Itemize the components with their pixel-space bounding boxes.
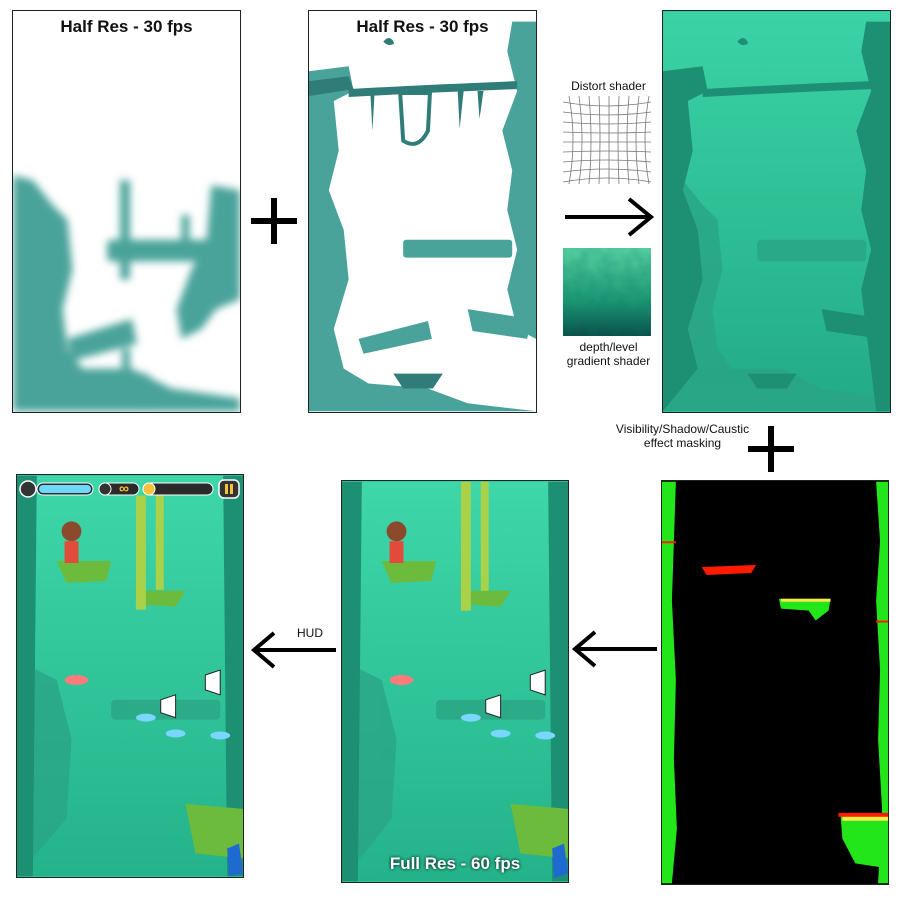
final-scene [17,475,243,877]
panel-title: Full Res - 60 fps [389,854,521,873]
full-res-scene [342,481,568,882]
panel-final-hud: ∞ [16,474,244,878]
panel-title: Half Res - 30 fps [356,17,489,36]
arrow-left-icon [250,630,338,670]
character [386,521,407,564]
distort-shader-label: Distort shader [571,79,646,93]
mask-label: Visibility/Shadow/Caustic effect masking [600,422,765,450]
distort-shader-thumbnail [563,96,651,184]
silhouette-layer [13,175,240,412]
mask-layer [662,481,888,884]
tinted-layer [663,11,890,412]
panel-effect-mask [661,480,889,885]
arrow-right-icon [563,195,655,239]
pause-button[interactable] [219,480,239,498]
hud-label: HUD [297,626,323,640]
infinity-indicator: ∞ [119,480,129,496]
character [61,521,82,563]
depth-gradient-thumbnail [563,248,651,336]
mask-label-line2: effect masking [643,436,722,450]
depth-label-line2: gradient shader [566,354,651,368]
panel-full-res: Full Res - 60 fps [341,480,569,883]
plus-icon [249,196,299,246]
game-hud: ∞ [17,475,243,503]
depth-label-line1: depth/level [579,340,638,354]
plus-icon [746,424,796,474]
foreground-layer [309,21,536,412]
mask-label-line1: Visibility/Shadow/Caustic [615,422,750,436]
health-icon [20,481,36,497]
panel-half-res-foreground: Half Res - 30 fps [308,10,537,413]
arrow-left-icon [571,629,659,669]
panel-tinted-composite [662,10,891,413]
depth-gradient-label: depth/level gradient shader [556,340,661,368]
panel-half-res-silhouette: Half Res - 30 fps [12,10,241,413]
panel-title: Half Res - 30 fps [60,17,193,36]
